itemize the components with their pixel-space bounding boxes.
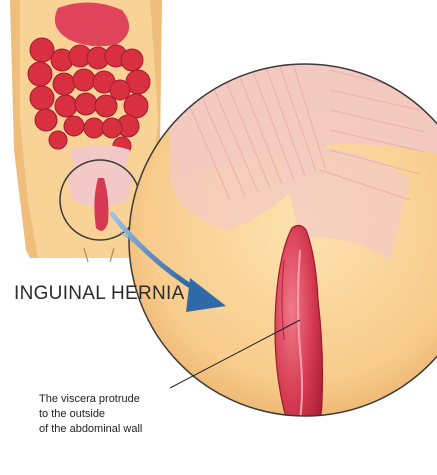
annotation-line: The viscera protrude (39, 392, 142, 407)
zoom-source-circle (60, 160, 140, 240)
diagram-title: INGUINAL HERNIA (14, 283, 185, 305)
annotation-line: of the abdominal wall (39, 422, 142, 437)
magnified-view (129, 19, 437, 470)
annotation-text: The viscera protrude to the outside of t… (39, 392, 142, 437)
annotation-line: to the outside (39, 407, 142, 422)
